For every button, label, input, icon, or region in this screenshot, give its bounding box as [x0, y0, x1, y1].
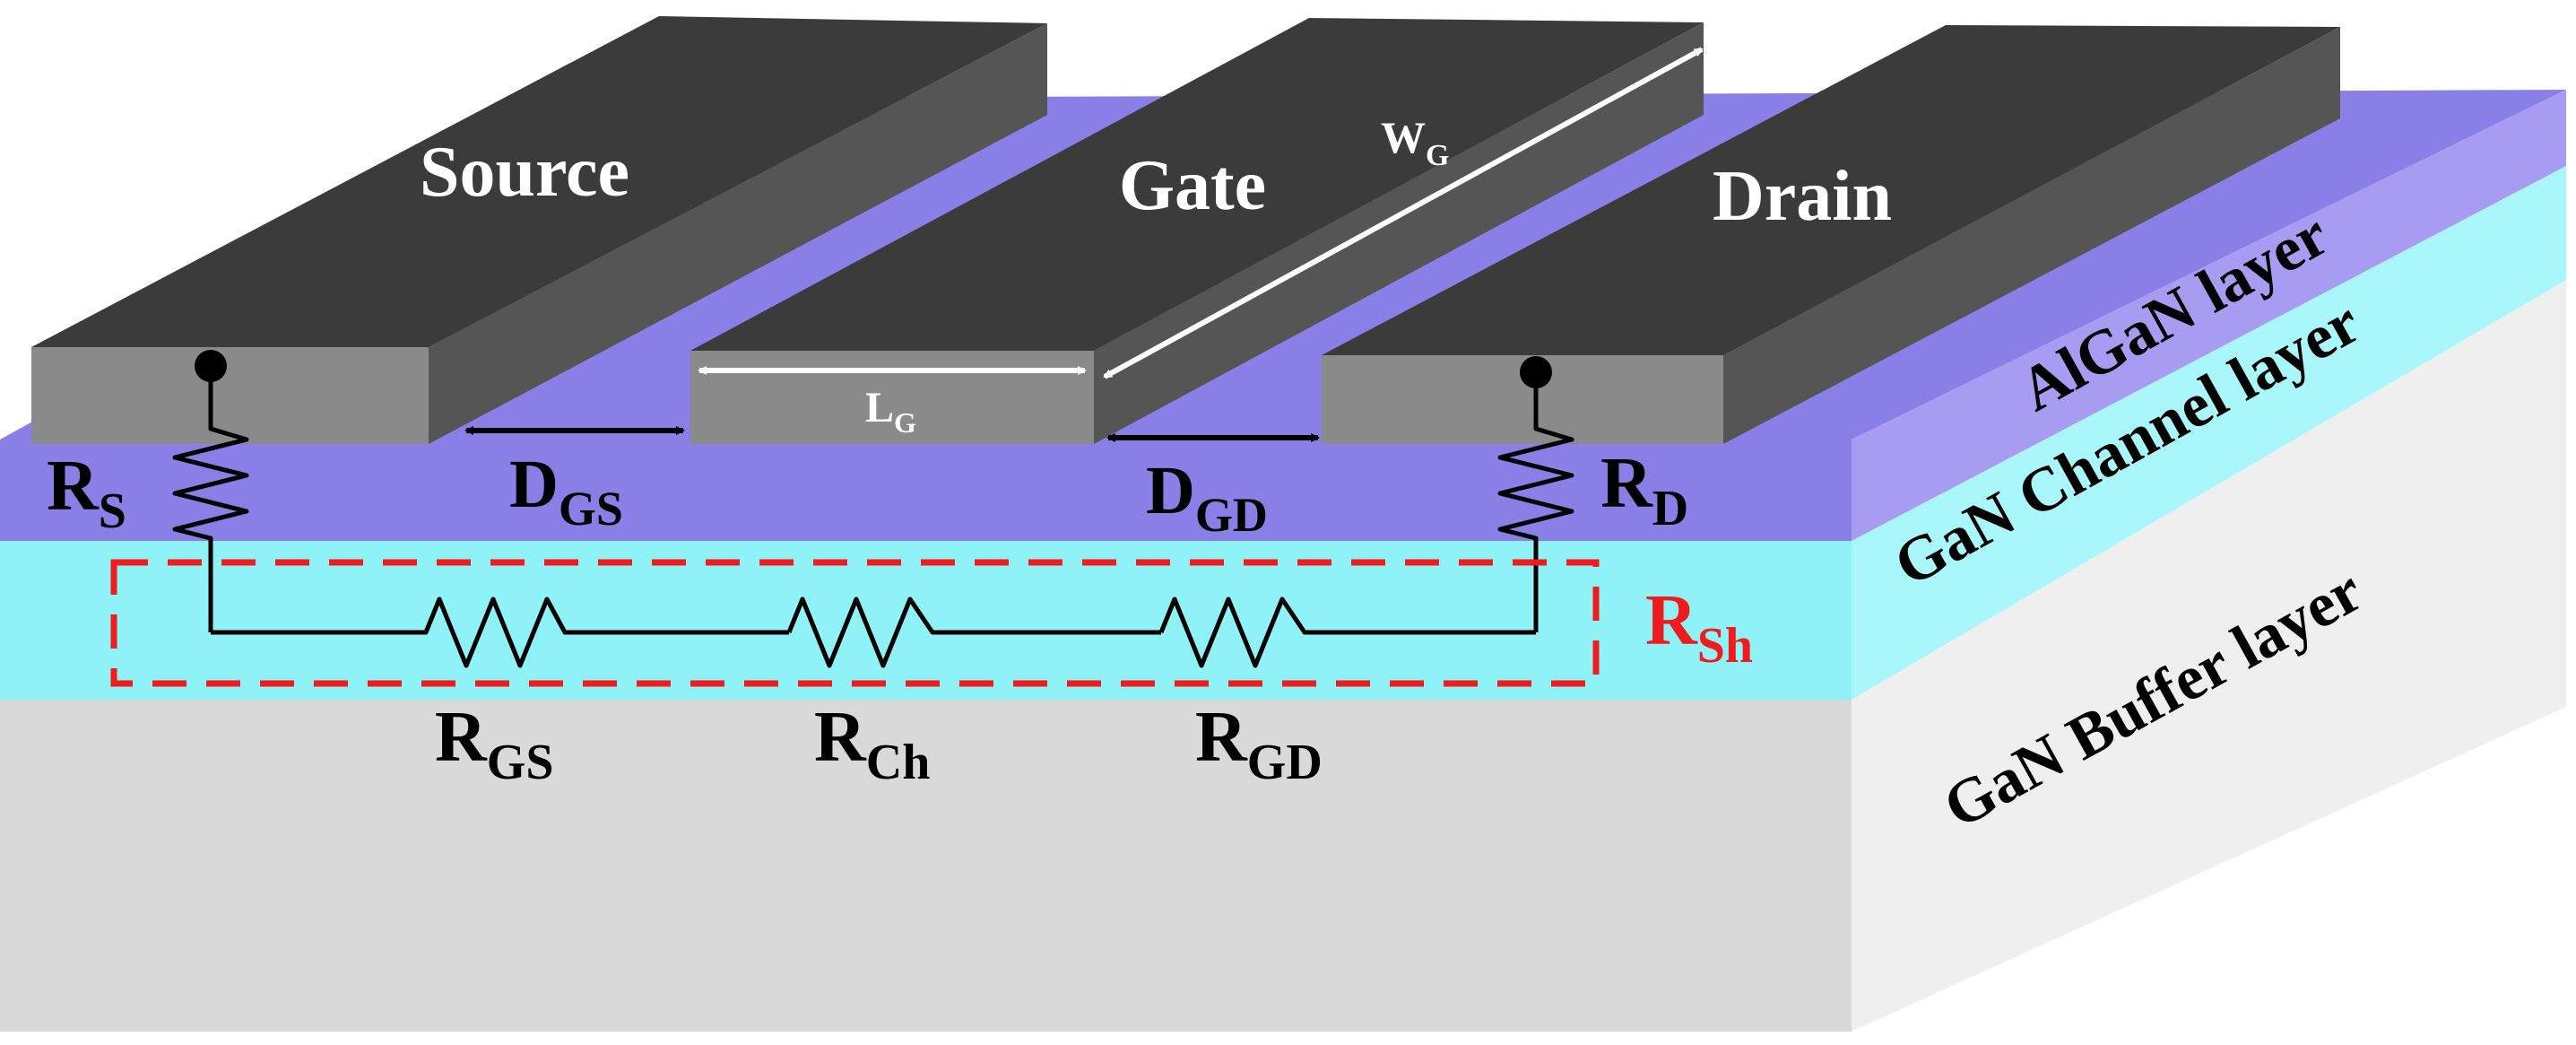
source-contact-front — [31, 347, 429, 444]
drain-contact-side — [1723, 27, 2340, 444]
source-contact — [31, 16, 1047, 444]
rch-resistor-symbol — [786, 597, 1161, 668]
source-contact-side — [429, 23, 1047, 444]
rsh-label: RSh — [1645, 581, 1753, 674]
buffer-layer-front — [0, 700, 1852, 1032]
dgs-label: DGS — [509, 447, 623, 536]
rgs-label: RGS — [435, 698, 553, 790]
wg-label: WG — [1381, 112, 1449, 172]
drain-label: Drain — [1713, 157, 1892, 236]
algan-layer-side — [1852, 90, 2566, 541]
rch-label: RCh — [814, 698, 930, 790]
rgs-resistor-symbol — [211, 597, 789, 668]
rd-resistor-symbol — [1497, 372, 1574, 632]
gate-label: Gate — [1119, 146, 1266, 225]
source-label: Source — [420, 133, 629, 212]
resistor-network — [172, 350, 1574, 668]
channel-layer-side — [1852, 166, 2566, 700]
algan-layer-front — [0, 440, 1852, 541]
sheet-resistance-box — [110, 559, 1600, 687]
wg-dimension-arrow — [1103, 47, 1704, 379]
rs-resistor-symbol — [172, 366, 249, 632]
source-contact-top — [31, 16, 1047, 347]
buffer-layer-side — [1852, 280, 2566, 1032]
lg-label: LG — [865, 384, 916, 439]
rd-label: RD — [1600, 444, 1688, 536]
dgd-label: DGD — [1146, 453, 1268, 542]
rgd-resistor-symbol — [1158, 597, 1536, 668]
rs-label: RS — [47, 447, 126, 539]
rgd-label: RGD — [1195, 698, 1323, 790]
